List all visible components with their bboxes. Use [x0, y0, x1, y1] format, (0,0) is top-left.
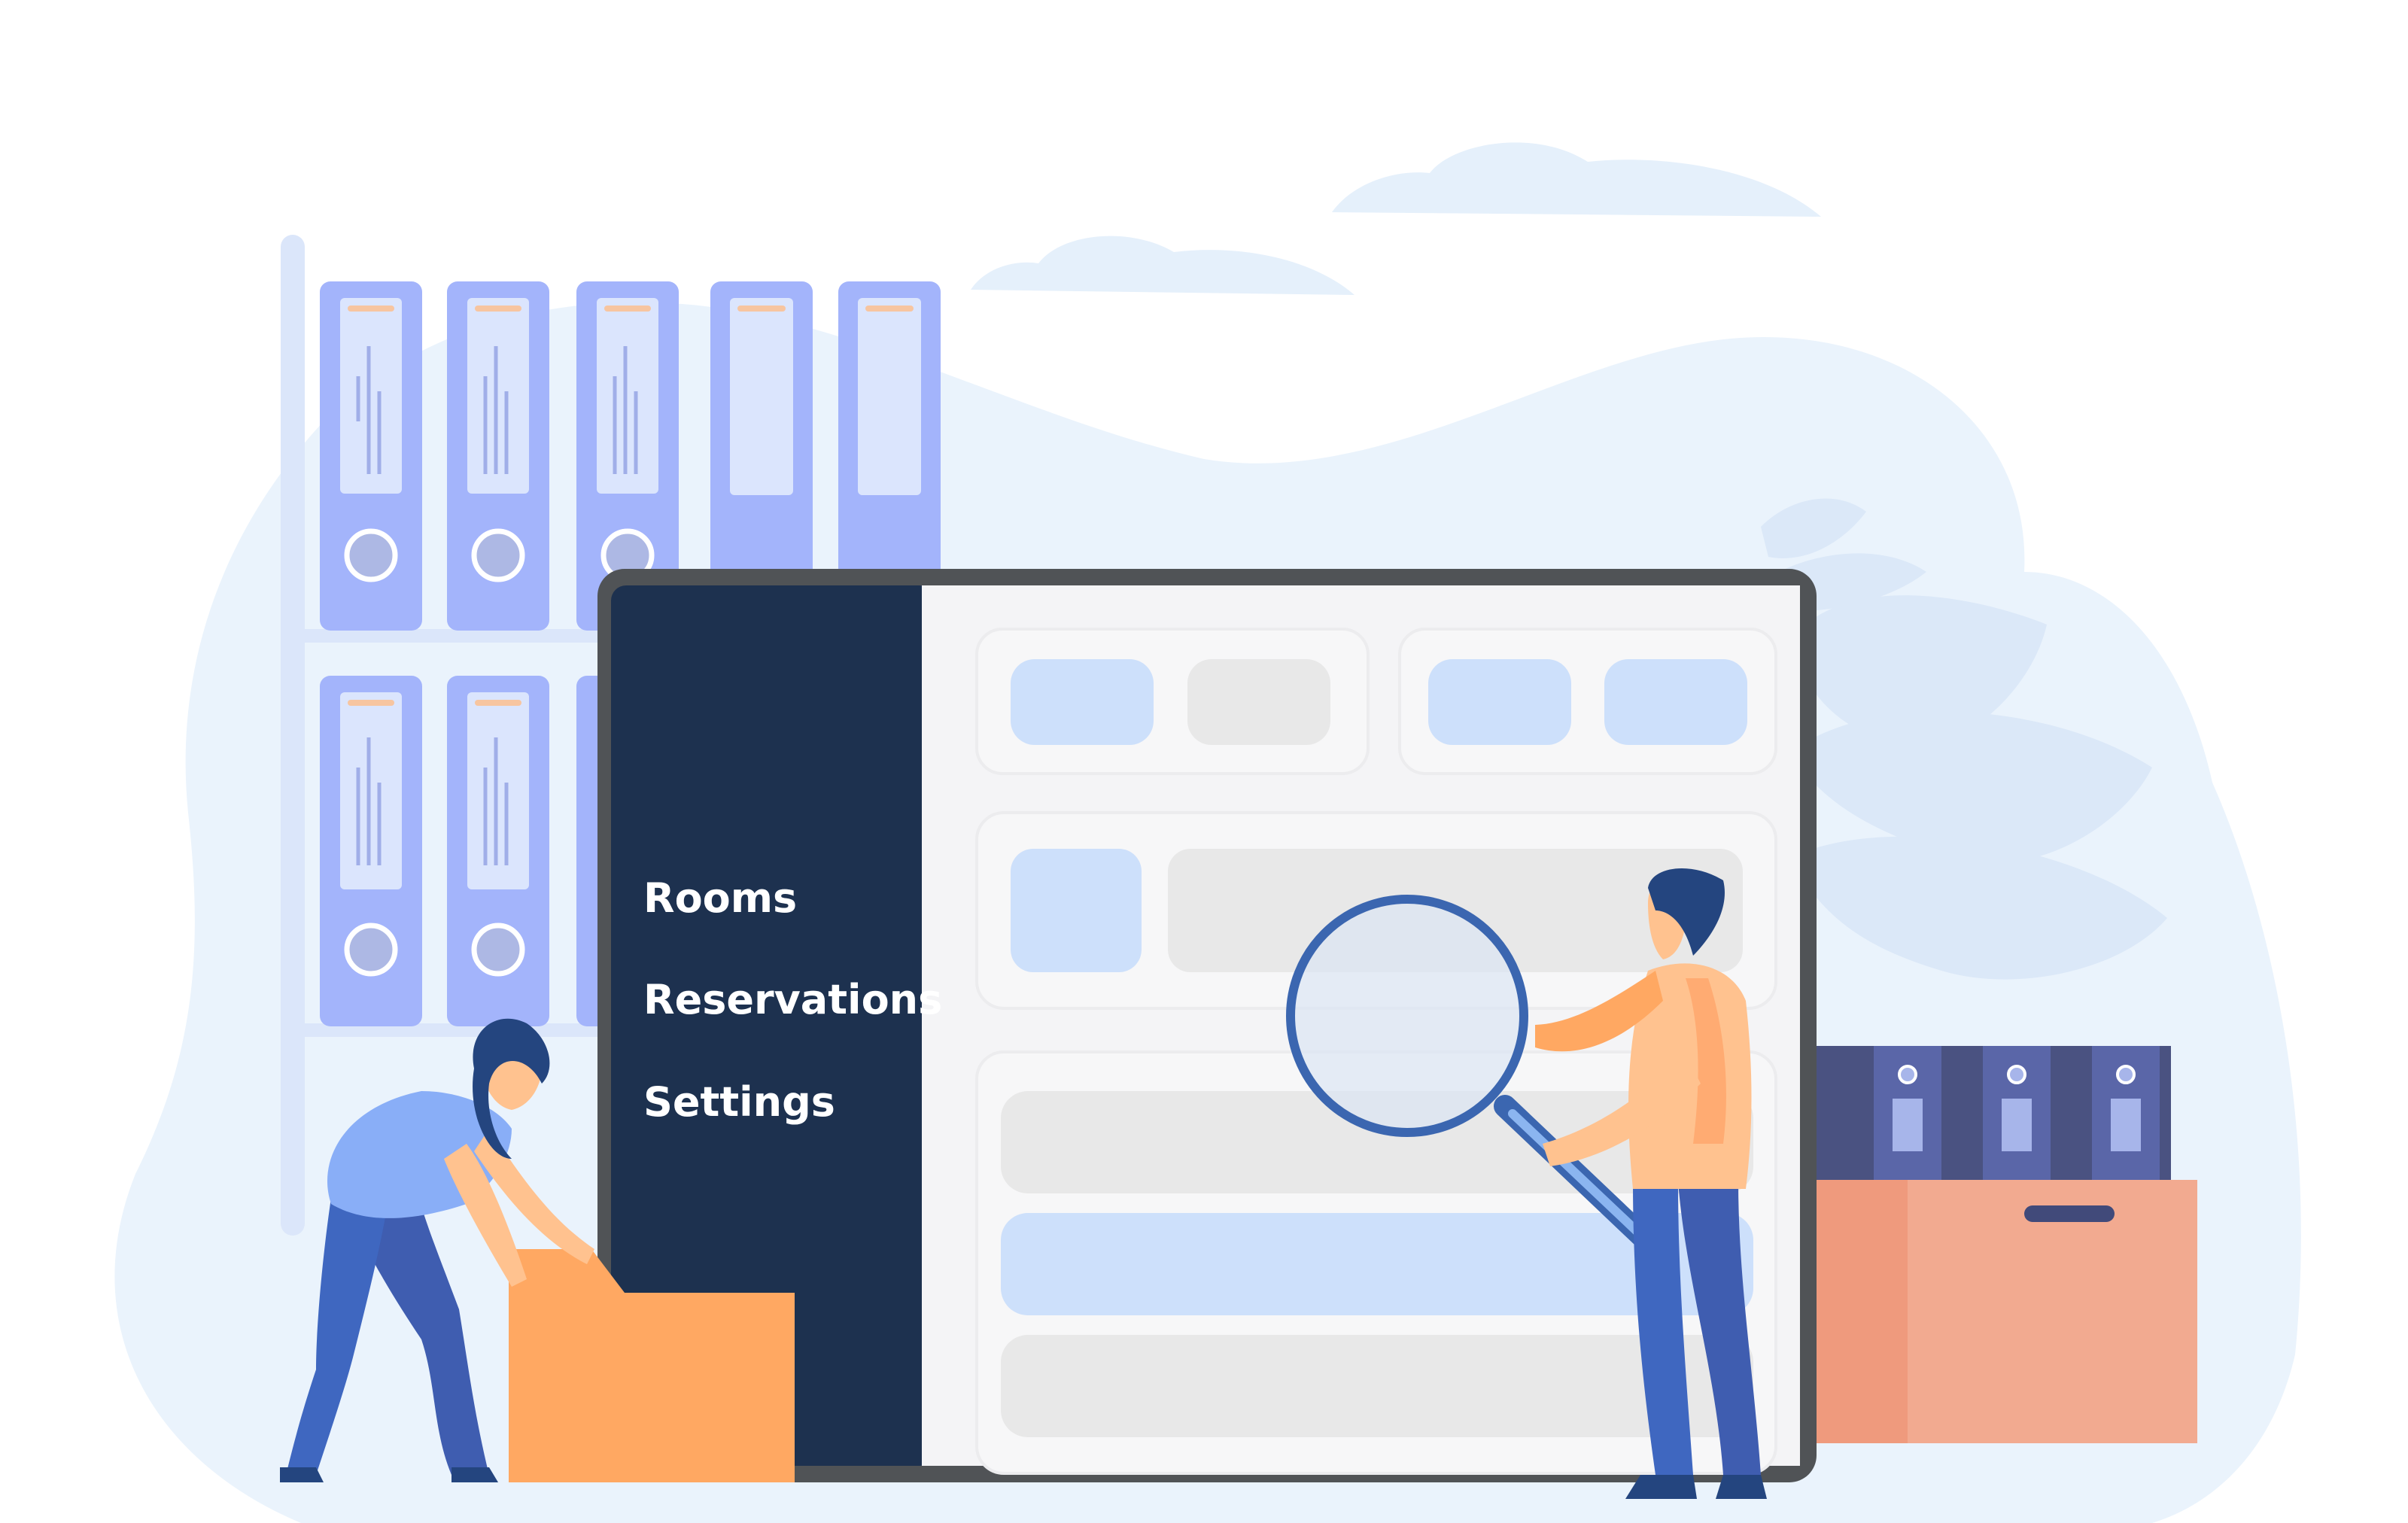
placeholder-tile[interactable]	[1187, 659, 1330, 745]
sidebar-item-settings[interactable]: Settings	[643, 1078, 835, 1126]
binder-icon	[710, 281, 813, 631]
binder-row-top	[320, 281, 941, 631]
man-character	[1535, 868, 1767, 1499]
content-card-top-right	[1398, 628, 1777, 775]
plant-leaves	[1753, 498, 2167, 980]
sidebar-item-label: Rooms	[643, 874, 797, 922]
folder-icon	[509, 1249, 795, 1482]
placeholder-tile[interactable]	[1011, 659, 1154, 745]
list-item[interactable]	[1001, 1335, 1753, 1437]
placeholder-tile[interactable]	[1604, 659, 1747, 745]
content-card-top-left	[975, 628, 1370, 775]
sidebar-item-label: Settings	[643, 1078, 835, 1126]
binder-icon	[447, 281, 549, 631]
magnifier-icon	[1286, 895, 1667, 1260]
sidebar-item-reservations[interactable]: Reservations	[643, 976, 942, 1023]
storage-box-right	[1810, 1046, 2197, 1443]
sidebar-item-rooms[interactable]: Rooms	[643, 874, 797, 922]
tablet-screen: Rooms Reservations Settings	[597, 569, 1817, 1482]
sidebar-item-label: Reservations	[643, 976, 942, 1023]
cloud	[1332, 142, 1821, 217]
placeholder-tile[interactable]	[1428, 659, 1571, 745]
binder-icon	[320, 281, 422, 631]
binder-icon	[576, 281, 679, 631]
sidebar-nav: Rooms Reservations Settings	[643, 874, 942, 1126]
binder-icon	[320, 676, 422, 1026]
cloud	[971, 236, 1354, 295]
binder-icon	[447, 676, 549, 1026]
list-item[interactable]	[1001, 1213, 1753, 1315]
placeholder-thumbnail[interactable]	[1011, 849, 1142, 972]
woman-character	[280, 1018, 594, 1482]
binder-icon	[838, 281, 941, 631]
